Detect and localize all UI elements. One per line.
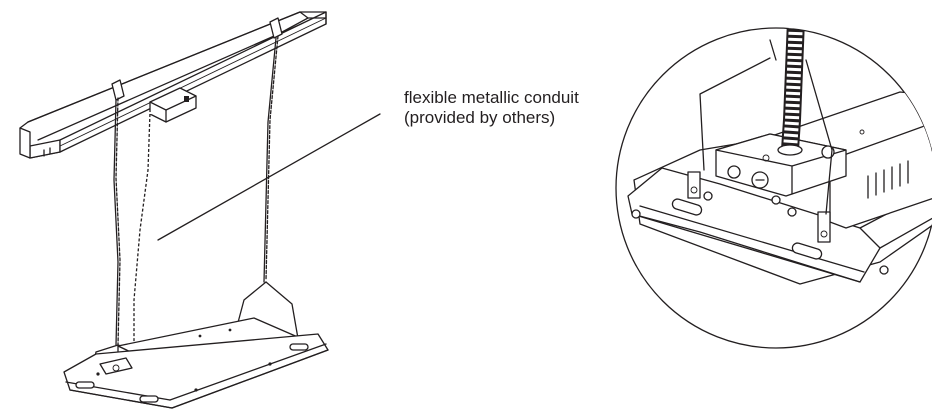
left-assembly <box>19 11 381 409</box>
callout-text-line-1: flexible metallic conduit <box>404 88 579 107</box>
detail-cooling-fins <box>867 160 909 199</box>
detail-view <box>615 27 932 349</box>
callout-leader-line <box>157 113 381 241</box>
flexible-conduit <box>132 111 152 347</box>
junction-box <box>149 87 197 123</box>
detail-circle <box>615 27 932 349</box>
channel-beam <box>19 11 327 159</box>
callout-text-line-2: (provided by others) <box>404 108 556 127</box>
fixture-body <box>63 317 329 409</box>
beam-clamps <box>111 17 283 101</box>
detail-conduit <box>777 28 805 156</box>
